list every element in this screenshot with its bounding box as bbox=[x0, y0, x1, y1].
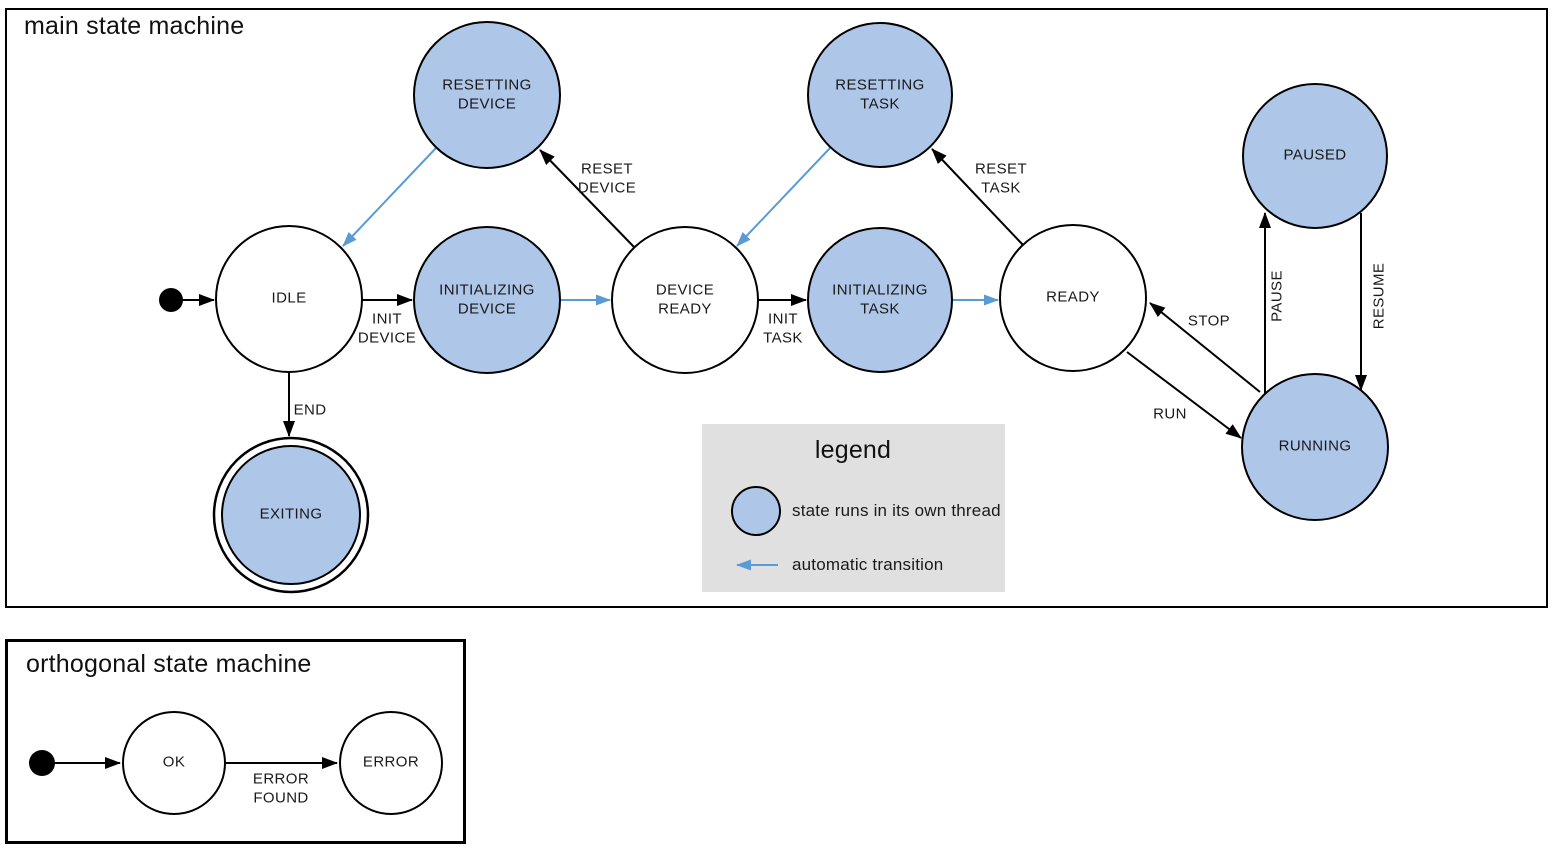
state-circle-exiting bbox=[221, 445, 361, 585]
state-label-running: RUNNING bbox=[1278, 437, 1352, 455]
state-circle-resetting-device bbox=[413, 21, 561, 169]
state-label-device-ready: DEVICE READY bbox=[655, 281, 715, 317]
initial-state-dot-orthogonal bbox=[29, 750, 55, 776]
orthogonal-state-machine-box bbox=[5, 639, 466, 844]
transition-arrow-reset-task bbox=[931, 148, 1024, 246]
initial-state-dot-main bbox=[159, 288, 183, 312]
state-circle-device-ready bbox=[611, 226, 759, 374]
transition-label-end: END bbox=[293, 401, 327, 419]
state-label-resetting-device: RESETTING DEVICE bbox=[442, 76, 532, 112]
legend-threaded-state-swatch bbox=[731, 486, 781, 536]
automatic-transition-arrow-resetting-device-to-idle bbox=[342, 147, 437, 247]
transition-label-init-task: INIT TASK bbox=[763, 310, 803, 346]
state-label-resetting-task: RESETTING TASK bbox=[835, 76, 925, 112]
transition-label-resume: RESUME bbox=[1370, 262, 1388, 330]
state-circle-ok bbox=[122, 711, 226, 815]
state-label-idle: IDLE bbox=[271, 289, 307, 307]
state-circle-initializing-task bbox=[807, 227, 953, 373]
transition-label-error-found: ERROR FOUND bbox=[252, 770, 310, 806]
state-label-ready: READY bbox=[1046, 288, 1100, 306]
transition-label-reset-device: RESET DEVICE bbox=[577, 160, 637, 196]
main-machine-title: main state machine bbox=[24, 12, 245, 40]
legend-title: legend bbox=[814, 436, 892, 464]
transition-label-stop: STOP bbox=[1187, 312, 1231, 330]
state-circle-initializing-device bbox=[413, 226, 561, 374]
orthogonal-machine-title: orthogonal state machine bbox=[26, 650, 312, 678]
state-circle-idle bbox=[215, 225, 363, 373]
state-circle-error bbox=[339, 711, 443, 815]
transition-label-run: RUN bbox=[1153, 405, 1187, 423]
main-state-machine-box bbox=[5, 8, 1548, 608]
state-circle-ready bbox=[999, 224, 1147, 372]
state-label-exiting: EXITING bbox=[259, 505, 323, 523]
transition-arrow-reset-device bbox=[539, 149, 635, 248]
state-label-paused: PAUSED bbox=[1283, 146, 1347, 164]
transition-label-pause: PAUSE bbox=[1268, 270, 1286, 322]
state-label-initializing-device: INITIALIZING DEVICE bbox=[439, 281, 535, 317]
state-circle-paused bbox=[1242, 83, 1388, 229]
state-label-ok: OK bbox=[162, 753, 186, 771]
transition-label-init-device: INIT DEVICE bbox=[357, 310, 417, 346]
transition-arrow-stop bbox=[1149, 302, 1261, 393]
automatic-transition-arrow-resetting-task-to-device-ready bbox=[736, 147, 831, 247]
state-label-error: ERROR bbox=[362, 753, 420, 771]
state-label-initializing-task: INITIALIZING TASK bbox=[832, 281, 928, 317]
legend-automatic-transition-label: automatic transition bbox=[792, 555, 944, 574]
state-circle-running bbox=[1241, 373, 1389, 521]
state-circle-resetting-task bbox=[807, 22, 953, 168]
legend-threaded-state-label: state runs in its own thread bbox=[792, 501, 1001, 520]
transition-arrow-run bbox=[1126, 351, 1242, 439]
transition-label-reset-task: RESET TASK bbox=[974, 160, 1028, 196]
